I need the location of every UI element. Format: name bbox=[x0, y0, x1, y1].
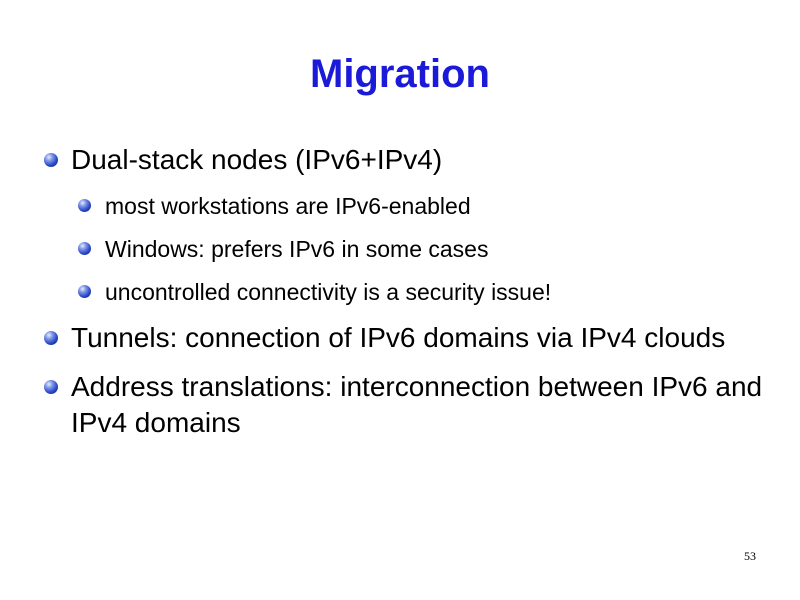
sphere-bullet-icon bbox=[44, 331, 58, 345]
sphere-bullet-icon bbox=[44, 153, 58, 167]
sub-bullet-text: uncontrolled connectivity is a security … bbox=[105, 279, 552, 305]
sphere-bullet-icon bbox=[78, 285, 91, 298]
sub-bullet-text: Windows: prefers IPv6 in some cases bbox=[105, 236, 489, 262]
bullet-text: Dual-stack nodes (IPv6+IPv4) bbox=[71, 144, 443, 175]
sub-bullet-text: most workstations are IPv6-enabled bbox=[105, 193, 471, 219]
sphere-bullet-icon bbox=[44, 380, 58, 394]
page-number: 53 bbox=[744, 549, 756, 563]
bullet-text: Tunnels: connection of IPv6 domains via … bbox=[71, 322, 726, 353]
sub-bullet-item-connectivity: uncontrolled connectivity is a security … bbox=[78, 277, 764, 307]
bullet-item-tunnels: Tunnels: connection of IPv6 domains via … bbox=[44, 320, 764, 356]
sphere-bullet-icon bbox=[78, 199, 91, 212]
bullet-item-dual-stack: Dual-stack nodes (IPv6+IPv4) bbox=[44, 142, 764, 178]
bullet-text: Address translations: interconnection be… bbox=[71, 371, 763, 438]
sphere-bullet-icon bbox=[78, 242, 91, 255]
sub-bullet-item-windows: Windows: prefers IPv6 in some cases bbox=[78, 234, 764, 264]
bullet-list: Dual-stack nodes (IPv6+IPv4) most workst… bbox=[44, 142, 764, 441]
bullet-item-address-translations: Address translations: interconnection be… bbox=[44, 369, 764, 441]
sub-bullet-item-workstations: most workstations are IPv6-enabled bbox=[78, 191, 764, 221]
slide-title: Migration bbox=[310, 52, 490, 96]
